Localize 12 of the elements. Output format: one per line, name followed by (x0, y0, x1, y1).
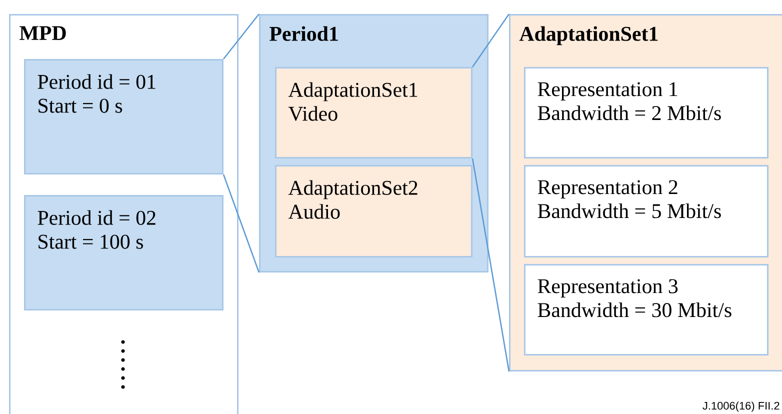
element-box: AdaptationSet2 Audio (275, 165, 472, 258)
zoom-line (472, 158, 510, 372)
element-box: Representation 1 Bandwidth = 2 Mbit/s (524, 67, 768, 158)
element-box: Period id = 02 Start = 100 s (24, 195, 224, 310)
zoom-line (222, 174, 260, 273)
zoom-line (472, 14, 510, 68)
element-box: Period id = 01 Start = 0 s (24, 59, 224, 174)
element-box: AdaptationSet1 Video (275, 67, 472, 158)
zoom-line (223, 14, 260, 60)
figure-number: J.1006(16) FII.2 (702, 402, 780, 412)
element-box: Representation 3 Bandwidth = 30 Mbit/s (524, 264, 768, 356)
element-box: Representation 2 Bandwidth = 5 Mbit/s (524, 165, 768, 258)
